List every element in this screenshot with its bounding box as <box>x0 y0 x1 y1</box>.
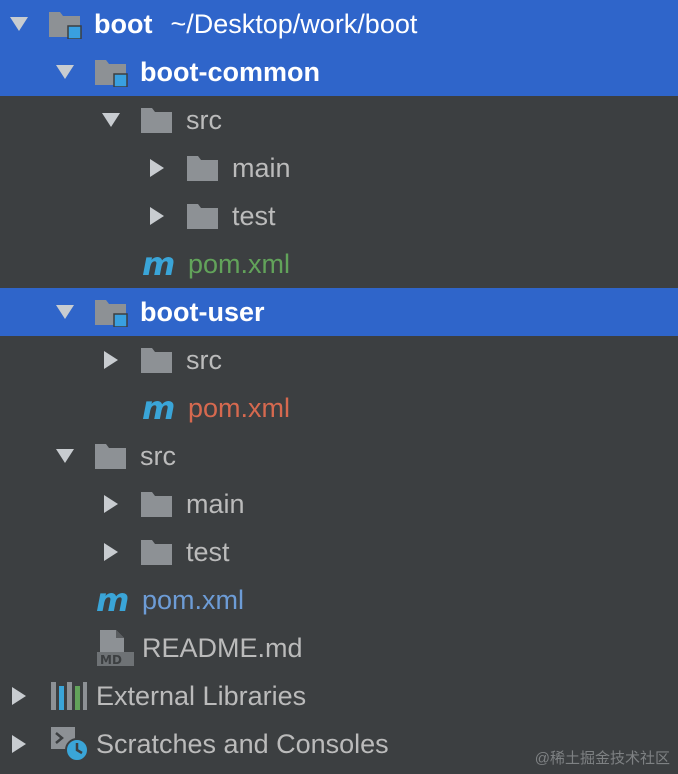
collapse-arrow-icon[interactable] <box>2 672 36 720</box>
tree-item-test[interactable]: test <box>0 192 678 240</box>
watermark-text: @稀土掘金技术社区 <box>534 750 670 767</box>
tree-item-boot-user[interactable]: boot-user <box>0 288 678 336</box>
tree-item-label: test <box>232 200 276 231</box>
tree-item-label: test <box>186 536 230 567</box>
tree-item-scratches-and-consoles[interactable]: Scratches and Consoles <box>0 720 678 768</box>
maven-icon: m <box>96 576 142 624</box>
project-path: ~/Desktop/work/boot <box>170 8 418 39</box>
tree-item-pom-xml[interactable]: m pom.xml <box>0 384 678 432</box>
maven-icon: m <box>142 240 188 288</box>
svg-text:m: m <box>142 393 175 423</box>
svg-text:MD: MD <box>100 653 122 667</box>
libraries-icon <box>50 672 96 720</box>
tree-item-pom-xml[interactable]: m pom.xml <box>0 576 678 624</box>
module-folder-icon <box>48 0 94 48</box>
tree-item-label: External Libraries <box>96 680 307 711</box>
tree-item-boot[interactable]: boot ~/Desktop/work/boot <box>0 0 678 48</box>
module-folder-icon <box>94 48 140 96</box>
folder-icon <box>140 336 186 384</box>
tree-item-label: pom.xml <box>142 584 245 615</box>
folder-icon <box>94 432 140 480</box>
collapse-arrow-icon[interactable] <box>140 144 174 192</box>
expand-arrow-icon[interactable] <box>48 288 82 336</box>
tree-item-label: Scratches and Consoles <box>96 728 389 759</box>
tree-item-label: README.md <box>142 632 303 663</box>
tree-item-src[interactable]: src <box>0 432 678 480</box>
collapse-arrow-icon[interactable] <box>2 720 36 768</box>
tree-item-test[interactable]: test <box>0 528 678 576</box>
folder-icon <box>186 192 232 240</box>
module-folder-icon <box>94 288 140 336</box>
tree-item-src[interactable]: src <box>0 96 678 144</box>
folder-icon <box>186 144 232 192</box>
folder-icon <box>140 96 186 144</box>
scratches-icon <box>50 720 96 768</box>
tree-item-label: pom.xml <box>188 248 291 279</box>
tree-item-label: pom.xml <box>188 392 291 423</box>
tree-item-label: boot-common <box>140 56 320 87</box>
expand-arrow-icon[interactable] <box>2 0 36 48</box>
tree-item-label: boot <box>94 8 153 39</box>
collapse-arrow-icon[interactable] <box>94 336 128 384</box>
tree-item-main[interactable]: main <box>0 144 678 192</box>
tree-item-pom-xml[interactable]: m pom.xml <box>0 240 678 288</box>
folder-icon <box>140 480 186 528</box>
collapse-arrow-icon[interactable] <box>140 192 174 240</box>
expand-arrow-icon[interactable] <box>48 48 82 96</box>
maven-icon: m <box>142 384 188 432</box>
collapse-arrow-icon[interactable] <box>94 528 128 576</box>
tree-item-readme[interactable]: MD README.md <box>0 624 678 672</box>
tree-item-label: src <box>186 104 222 135</box>
tree-item-label: main <box>186 488 245 519</box>
expand-arrow-icon[interactable] <box>48 432 82 480</box>
tree-item-label: boot-user <box>140 296 265 327</box>
folder-icon <box>140 528 186 576</box>
tree-item-external-libraries[interactable]: External Libraries <box>0 672 678 720</box>
collapse-arrow-icon[interactable] <box>94 480 128 528</box>
svg-text:m: m <box>96 585 129 615</box>
tree-item-boot-common[interactable]: boot-common <box>0 48 678 96</box>
tree-item-src[interactable]: src <box>0 336 678 384</box>
tree-item-label: src <box>186 344 222 375</box>
tree-item-label: main <box>232 152 291 183</box>
tree-item-main[interactable]: main <box>0 480 678 528</box>
markdown-file-icon: MD <box>96 624 142 672</box>
tree-item-label: src <box>140 440 176 471</box>
expand-arrow-icon[interactable] <box>94 96 128 144</box>
svg-text:m: m <box>142 249 175 279</box>
